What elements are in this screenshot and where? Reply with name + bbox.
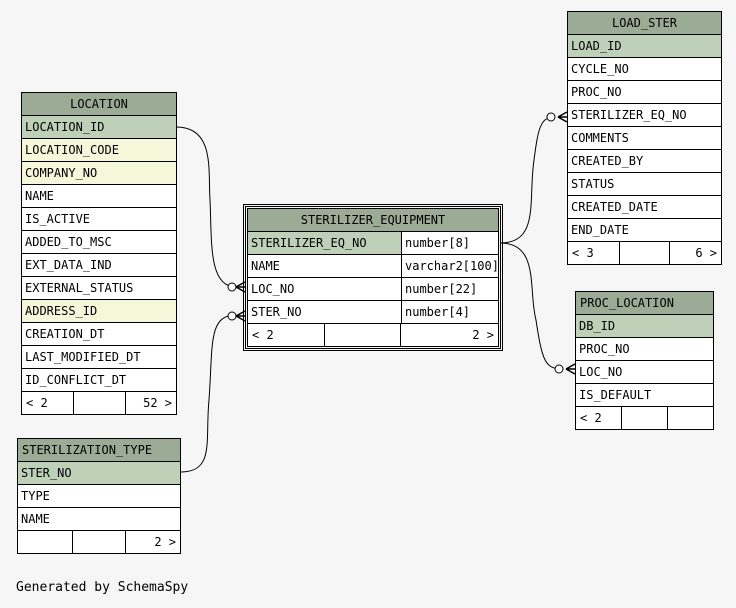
footer-spacer [325,324,401,346]
table-location[interactable]: LOCATION LOCATION_ID LOCATION_CODE COMPA… [21,92,177,415]
table-footer: 2 > [18,531,180,553]
column-name: STERILIZER_EQ_NO [251,236,367,250]
crowfoot-marker [235,310,246,322]
column-row: EXTERNAL_STATUS [22,277,176,300]
column-row: COMPANY_NO [22,162,176,185]
table-footer: < 2 2 > [248,324,498,346]
table-title: STERILIZATION_TYPE [18,439,180,462]
column-row: LOCATION_ID [22,116,176,139]
column-row: STER_NO [18,462,180,485]
children-count [668,407,713,429]
footer-spacer [620,242,670,264]
column-row: CREATED_BY [568,150,721,173]
parents-count[interactable]: < 2 [248,324,325,346]
column-row: LOAD_ID [568,35,721,58]
children-count[interactable]: 6 > [695,246,717,260]
parents-count[interactable]: < 2 [576,407,622,429]
table-footer: < 3 6 > [568,242,721,264]
table-title: STERILIZER_EQUIPMENT [248,209,498,232]
optional-marker [554,364,564,374]
crowfoot-marker [557,111,568,123]
column-row: STATUS [568,173,721,196]
column-row: CREATION_DT [22,323,176,346]
crowfoot-marker [235,281,246,293]
link-location-to-equipment [175,126,237,288]
children-count[interactable]: 2 > [154,535,176,549]
footer-spacer [622,407,668,429]
column-row: LOCATION_CODE [22,139,176,162]
link-equipment-to-proc-location [499,242,563,370]
column-type: number[8] [401,232,498,254]
column-type: number[22] [401,278,498,300]
column-row: ADDRESS_ID [22,300,176,323]
table-footer: < 2 52 > [22,392,176,414]
table-sterilization-type[interactable]: STERILIZATION_TYPE STER_NO TYPE NAME 2 > [17,438,181,554]
parents-count[interactable]: < 2 [22,392,74,414]
parents-count [18,531,73,553]
column-row: NAME [22,185,176,208]
column-type: varchar2[100] [401,255,498,277]
children-count[interactable]: 52 > [143,396,172,410]
column-row: NAME [18,508,180,531]
table-title: LOAD_STER [568,12,721,35]
column-name: NAME [251,259,280,273]
column-row: IS_DEFAULT [576,384,713,407]
children-count[interactable]: 2 > [472,328,494,342]
column-row: CREATED_DATE [568,196,721,219]
link-sterilization-type-to-equipment [180,314,237,473]
column-row: CYCLE_NO [568,58,721,81]
column-row: STER_NO number[4] [248,301,498,324]
column-row: IS_ACTIVE [22,208,176,231]
footer-spacer [73,531,126,553]
column-type: number[4] [401,301,498,323]
column-row: PROC_NO [576,338,713,361]
column-name: LOC_NO [251,282,295,296]
column-row: STERILIZER_EQ_NO [568,104,721,127]
column-row: ADDED_TO_MSC [22,231,176,254]
column-row: END_DATE [568,219,721,242]
column-row: TYPE [18,485,180,508]
optional-marker [227,311,237,321]
column-row: LOC_NO number[22] [248,278,498,301]
table-load-ster[interactable]: LOAD_STER LOAD_ID CYCLE_NO PROC_NO STERI… [567,11,722,265]
column-row: STERILIZER_EQ_NO number[8] [248,232,498,255]
column-row: ID_CONFLICT_DT [22,369,176,392]
column-row: COMMENTS [568,127,721,150]
column-name: STER_NO [251,305,302,319]
link-equipment-to-load-ster [499,116,555,244]
table-title: LOCATION [22,93,176,116]
column-row: LAST_MODIFIED_DT [22,346,176,369]
optional-marker [227,282,237,292]
parents-count[interactable]: < 3 [568,242,620,264]
table-title: PROC_LOCATION [576,292,713,315]
table-proc-location[interactable]: PROC_LOCATION DB_ID PROC_NO LOC_NO IS_DE… [575,291,714,430]
crowfoot-marker [565,363,576,375]
optional-marker [546,112,556,122]
column-row: LOC_NO [576,361,713,384]
table-sterilizer-equipment[interactable]: STERILIZER_EQUIPMENT STERILIZER_EQ_NO nu… [243,204,503,351]
generated-by-label: Generated by SchemaSpy [16,580,189,595]
column-row: PROC_NO [568,81,721,104]
column-row: EXT_DATA_IND [22,254,176,277]
column-row: NAME varchar2[100] [248,255,498,278]
table-footer: < 2 [576,407,713,429]
footer-spacer [74,392,126,414]
column-row: DB_ID [576,315,713,338]
